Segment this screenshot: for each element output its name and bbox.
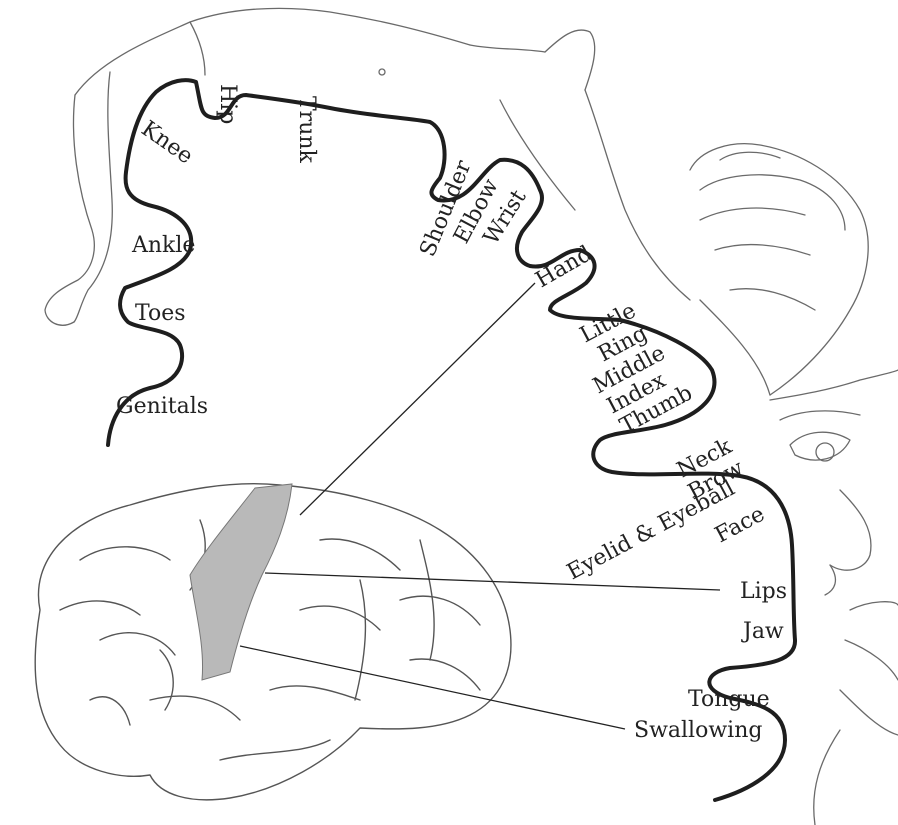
label-knee: Knee <box>137 116 198 169</box>
label-tongue: Tongue <box>688 687 770 712</box>
label-trunk: Trunk <box>294 96 319 164</box>
label-lips: Lips <box>740 579 787 604</box>
swallowing-leader-line <box>240 646 625 729</box>
label-toes: Toes <box>135 301 186 326</box>
label-hand: Hand <box>532 241 597 293</box>
label-hip: Hip <box>215 84 240 124</box>
label-jaw: Jaw <box>741 619 784 644</box>
label-swallowing: Swallowing <box>634 718 762 743</box>
lips-leader-line <box>265 573 720 590</box>
label-face: Face <box>711 502 769 549</box>
primary-motor-cortex-strip <box>190 484 292 680</box>
label-genitals: Genitals <box>116 394 208 419</box>
label-ankle: Ankle <box>131 233 195 258</box>
hand-leader-line <box>300 283 535 515</box>
